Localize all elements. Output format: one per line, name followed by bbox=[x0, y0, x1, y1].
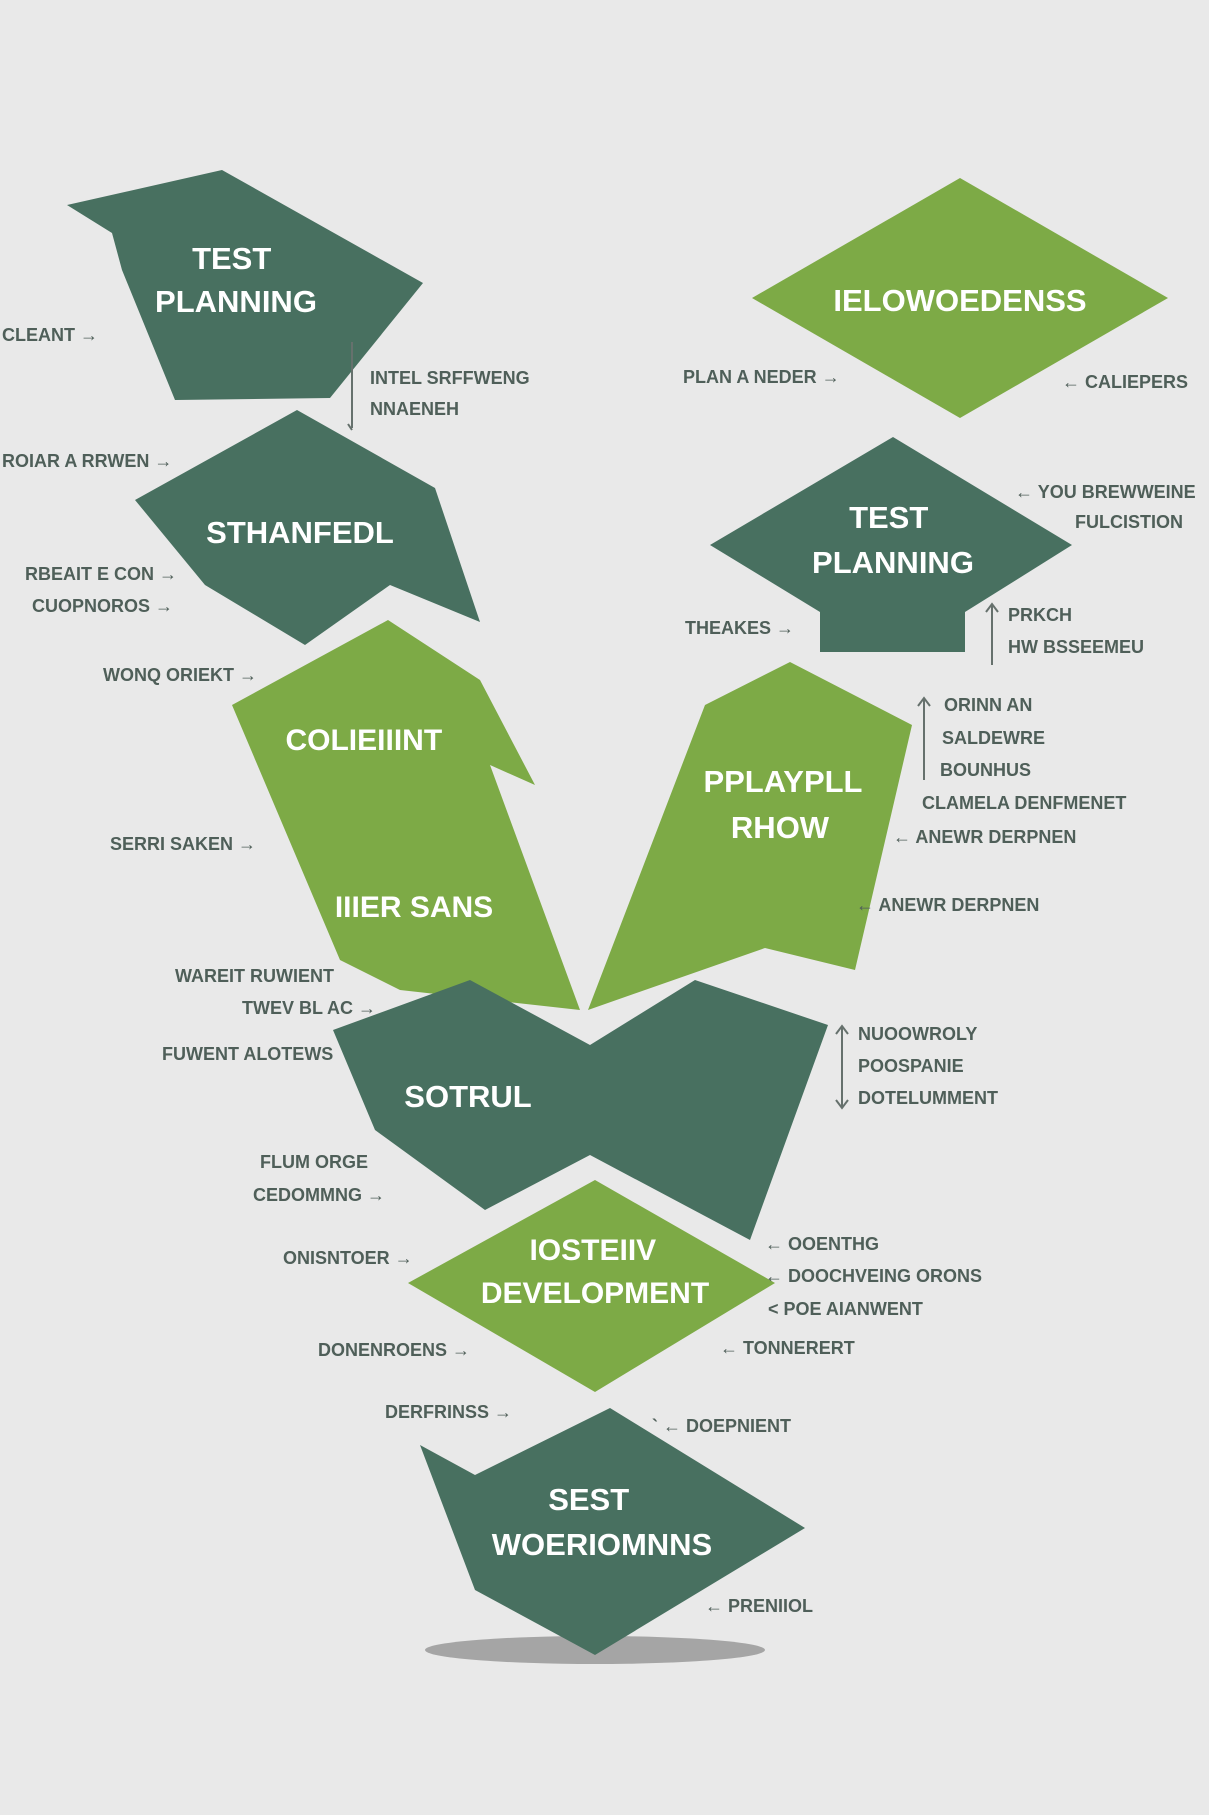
bracket-pplaypll bbox=[917, 696, 931, 780]
svg-text:SOTRUL: SOTRUL bbox=[404, 1079, 531, 1114]
shape-label-stahnfedl: STHANFEDL bbox=[206, 515, 394, 550]
bracket-test-planning-left bbox=[347, 342, 353, 431]
annotation-dotelumment: DOTELUMMENT bbox=[858, 1088, 998, 1108]
shape-stahnfedl: STHANFEDL bbox=[135, 410, 480, 645]
annotation-clamela-denfmenet: ← ANEWR DERPNEN bbox=[893, 827, 1076, 847]
shape-label-coleminnt-1: COLIEIIINT bbox=[285, 724, 442, 757]
shape-iostelv-development-fill bbox=[408, 1180, 775, 1392]
annotation-fulcistion: FULCISTION bbox=[1075, 512, 1183, 532]
svg-text:TEST PLANNING: TEST PLANNING bbox=[812, 500, 974, 580]
bracket-sotrul bbox=[835, 1024, 849, 1110]
shape-label-sest-woeriomnns-2: WOERIOMNNS bbox=[492, 1527, 712, 1562]
shape-label-pplaypll-2: RHOW bbox=[731, 810, 830, 845]
annotation-poe-aianwent: < POE AIANWENT bbox=[768, 1299, 923, 1319]
annotation-plan-a-neder: PLAN A NEDER → bbox=[683, 367, 840, 387]
shape-ielowoedenss-fill bbox=[752, 178, 1168, 418]
annotation-preniiol: ← PRENIIOL bbox=[705, 1596, 813, 1616]
svg-text:COLIEIIINT IIIER SANS: COLIEIIINT IIIER SANS bbox=[285, 724, 493, 924]
svg-text:SEST WOERIOMNNS: SEST WOERIOMNNS bbox=[492, 1482, 712, 1562]
shape-label-coleminnt-3: IIIER SANS bbox=[335, 891, 493, 924]
shape-label-test-planning-right-2: PLANNING bbox=[812, 545, 974, 580]
annotation-doochveing-orons: ← DOOCHVEING ORONS bbox=[765, 1266, 982, 1286]
shape-test-planning-top-left: TEST PLANNING bbox=[67, 170, 423, 400]
annotation-cleant: CLEANT → bbox=[2, 325, 98, 345]
shape-label-pplaypll-1: PPLAYPLL bbox=[703, 764, 862, 799]
annotation-serri-saken: SERRI SAKEN → bbox=[110, 834, 256, 854]
annotation-orinn-an: SALDEWRE bbox=[942, 728, 1045, 748]
shape-stahnfedl-fill bbox=[135, 410, 480, 645]
shape-ielowoedenss: IELOWOEDENSS bbox=[752, 178, 1168, 418]
annotation-derfrinss: DERFRINSS → bbox=[385, 1402, 512, 1422]
shape-pplaypll-fill bbox=[588, 662, 912, 1010]
annotation-laaorms-beafvent: PRKCH bbox=[1008, 605, 1072, 625]
svg-text:IELOWOEDENSS: IELOWOEDENSS bbox=[833, 283, 1086, 318]
annotation-donenroens: DONENROENS → bbox=[318, 1340, 470, 1360]
shape-test-planning-right: TEST PLANNING bbox=[710, 437, 1072, 652]
annotation-wonq-oriekt: WONQ ORIEKT → bbox=[103, 665, 257, 685]
annotation-wareit-ruwient: WAREIT RUWIENT bbox=[175, 966, 334, 986]
annotation-intel-srffweng: INTEL SRFFWENG bbox=[370, 368, 530, 388]
annotation-roiar-a-rrwen: ROIAR A RRWEN → bbox=[2, 451, 172, 471]
shape-sotrul: SOTRUL bbox=[333, 980, 828, 1240]
shape-coleminnt-fill bbox=[232, 620, 580, 1010]
annotation-you-brewweine: ← YOU BREWWEINE bbox=[1015, 482, 1196, 502]
shape-sest-woeriomnns-fill bbox=[420, 1408, 805, 1655]
shape-label-sest-woeriomnns-1: SEST bbox=[548, 1482, 629, 1517]
annotation-fuwent-alotews: FUWENT ALOTEWS bbox=[162, 1044, 333, 1064]
annotation-tonnerert: ← TONNERERT bbox=[720, 1338, 855, 1358]
svg-text:IOSTEIIV DEVELOPMENT: IOSTEIIV DEVELOPMENT bbox=[481, 1234, 709, 1310]
shape-label-iostelv-development-2: DEVELOPMENT bbox=[481, 1277, 709, 1310]
annotation-onisntoer: ONISNTOER → bbox=[283, 1248, 413, 1268]
shape-label-test-planning-top-left-1: TEST bbox=[192, 241, 271, 276]
annotation-bounhus: CLAMELA DENFMENET bbox=[922, 793, 1126, 813]
annotations-bracket: INTEL SRFFWENG NNAENEH PRKCH HW BSSEEMEU… bbox=[370, 368, 1183, 1108]
annotation-cedommng: CEDOMMNG → bbox=[253, 1185, 385, 1205]
annotation-cuopnoros: CUOPNOROS → bbox=[32, 596, 173, 616]
annotation-hw-bsseemeu: ORINN AN bbox=[944, 695, 1032, 715]
svg-text:TEST PLANNING: TEST PLANNING bbox=[155, 241, 317, 319]
annotation-calepers: ← CALIEPERS bbox=[1062, 372, 1188, 392]
shape-pplaypll: PPLAYPLL RHOW bbox=[588, 662, 912, 1010]
annotation-rbealt-e-con: RBEAIT E CON → bbox=[25, 564, 177, 584]
annotation-twev-bl-ac: TWEV BL AC → bbox=[242, 998, 376, 1018]
svg-text:PPLAYPLL RHOW: PPLAYPLL RHOW bbox=[703, 764, 870, 845]
shape-label-ielowoedenss: IELOWOEDENSS bbox=[833, 283, 1086, 318]
shape-label-test-planning-top-left-2: PLANNING bbox=[155, 284, 317, 319]
shape-label-iostelv-development-1: IOSTEIIV bbox=[529, 1234, 656, 1267]
shape-label-sotrul: SOTRUL bbox=[404, 1079, 531, 1114]
shape-sotrul-fill bbox=[333, 980, 828, 1240]
annotation-flum-orge: FLUM ORGE bbox=[260, 1152, 368, 1172]
annotation-saldewre: BOUNHUS bbox=[940, 760, 1031, 780]
annotation-nnaeneh: NNAENEH bbox=[370, 399, 459, 419]
annotation-ooenthg: ← OOENTHG bbox=[765, 1234, 879, 1254]
shape-test-planning-top-left-fill bbox=[67, 170, 423, 400]
svg-text:STHANFEDL: STHANFEDL bbox=[206, 515, 394, 550]
annotations-left: CLEANT → ROIAR A RRWEN → RBEAIT E CON → … bbox=[2, 325, 512, 1422]
shape-label-test-planning-right-1: TEST bbox=[849, 500, 928, 535]
shape-coleminnt: COLIEIIINT IIIER SANS bbox=[232, 620, 580, 1010]
annotation-nuoowroly: NUOOWROLY bbox=[858, 1024, 977, 1044]
shape-test-planning-right-fill bbox=[710, 437, 1072, 652]
annotations-right: PLAN A NEDER → ← CALIEPERS ← YOU BREWWEI… bbox=[652, 367, 1196, 1616]
annotation-doepnient: ` ← DOEPNIENT bbox=[652, 1416, 791, 1436]
shape-sest-woeriomnns: SEST WOERIOMNNS bbox=[420, 1408, 805, 1655]
annotation-poospanie: POOSPANIE bbox=[858, 1056, 964, 1076]
bracket-test-planning-right bbox=[985, 602, 999, 665]
annotation-anewr-derpnen: ← ANEWR DERPNEN bbox=[856, 895, 1039, 915]
shape-iostelv-development: IOSTEIIV DEVELOPMENT bbox=[408, 1180, 775, 1392]
annotation-theakes: THEAKES → bbox=[685, 618, 794, 638]
annotation-prkch: HW BSSEEMEU bbox=[1008, 637, 1144, 657]
